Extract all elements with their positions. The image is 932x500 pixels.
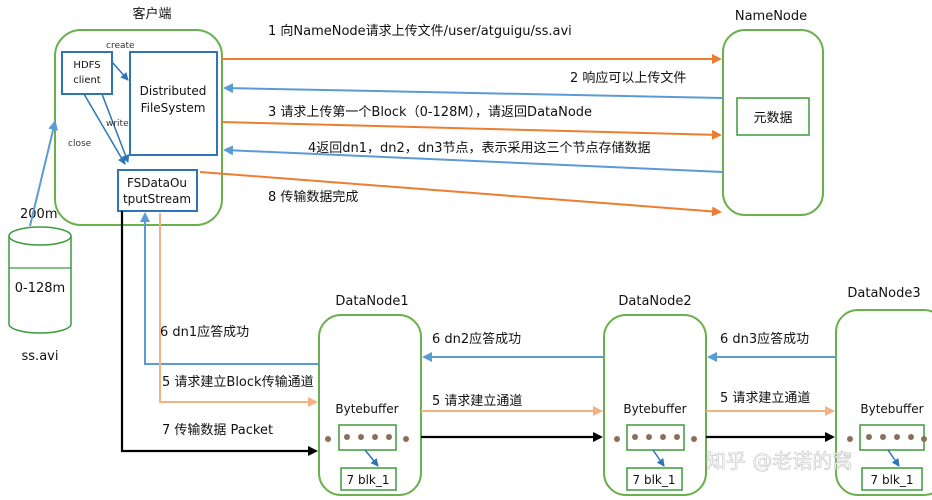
arrow-step3 (221, 121, 722, 140)
disk-file-label: ss.avi (22, 349, 59, 364)
metadata-label: 元数据 (753, 111, 792, 126)
datanode1-block-label: 7 blk_1 (347, 473, 390, 487)
step4-label: 4返回dn1，dn2，dn3节点，表示采用这三个节点存储数据 (308, 140, 651, 156)
datanode2-title: DataNode2 (618, 294, 691, 309)
namenode-title: NameNode (735, 9, 807, 24)
disk-top (8, 226, 72, 246)
datanode3-buffer-to-block (887, 449, 900, 467)
datanode3-block-box (861, 467, 923, 491)
close-label: close (68, 139, 92, 149)
dn3-request-label: 5 请求建立通道 (720, 391, 810, 406)
arrow-dn1-ack (140, 212, 319, 365)
dn3-ack-label: 6 dn3应答成功 (720, 331, 809, 347)
disk-size-label: 200m (20, 207, 57, 222)
fsdataoutputstream-label-1: FSDataOu (127, 176, 187, 190)
client-title: 客户端 (132, 6, 171, 22)
datanode3-buffer-label: Bytebuffer (860, 402, 923, 416)
datanode1-block-box (340, 467, 397, 491)
create-label: create (106, 41, 135, 51)
step2-label: 2 响应可以上传文件 (570, 70, 686, 86)
distributed-filesystem-label-1: Distributed (140, 84, 207, 98)
datanode1-buffer-to-block (364, 449, 379, 467)
arrow-packet (120, 211, 318, 456)
datanode2-block-box (626, 467, 683, 491)
datanode1-title: DataNode1 (335, 294, 408, 309)
disk-cylinder (8, 236, 72, 334)
datanode2-buffer-to-block (652, 449, 665, 467)
dn1-ack-label: 6 dn1应答成功 (160, 324, 249, 340)
datanode3-title: DataNode3 (847, 286, 920, 301)
distributed-filesystem-label-2: FileSystem (141, 101, 206, 115)
arrow-step2 (223, 83, 724, 99)
dn1-request-label: 5 请求建立Block传输通道 (162, 374, 314, 390)
fsdataoutputstream-label-2: tputStream (123, 192, 191, 206)
hdfs-client-label-2: client (73, 75, 101, 86)
step8-label: 8 传输数据完成 (268, 189, 358, 205)
watermark: 知乎 @老诺的窝 (706, 449, 852, 473)
step3-label: 3 请求上传第一个Block（0-128M），请返回DataNode (268, 105, 592, 120)
metadata-box (736, 97, 810, 136)
datanode3-block-label: 7 blk_1 (871, 473, 914, 487)
datanode2-block-label: 7 blk_1 (633, 473, 676, 487)
write-label: write (106, 119, 129, 129)
disk-range-label: 0-128m (15, 281, 65, 296)
create-arrow (111, 61, 129, 81)
distributed-filesystem-box (129, 51, 218, 156)
hdfs-client-box (61, 51, 113, 95)
datanode2-buffer-label: Bytebuffer (623, 402, 686, 416)
packet-label: 7 传输数据 Packet (162, 422, 273, 438)
fsdataoutputstream-box (117, 169, 198, 212)
arrow-step4 (223, 145, 724, 173)
datanode1-packets (325, 434, 409, 442)
write-arrow (101, 93, 130, 163)
datanode1-buffer-label: Bytebuffer (335, 402, 398, 416)
disk-to-client-arrow (29, 120, 58, 227)
hdfs-client-label-1: HDFS (73, 60, 100, 71)
datanode3-packets (847, 434, 927, 442)
dn2-request-label: 5 请求建立通道 (432, 394, 522, 409)
arrow-step8 (199, 171, 722, 217)
datanode2-packets (614, 434, 697, 442)
close-arrow (83, 93, 126, 165)
arrow-dn1-request (159, 213, 318, 407)
step1-label: 1 向NameNode请求上传文件/user/atguigu/ss.avi (268, 23, 572, 39)
dn2-ack-label: 6 dn2应答成功 (432, 331, 521, 347)
